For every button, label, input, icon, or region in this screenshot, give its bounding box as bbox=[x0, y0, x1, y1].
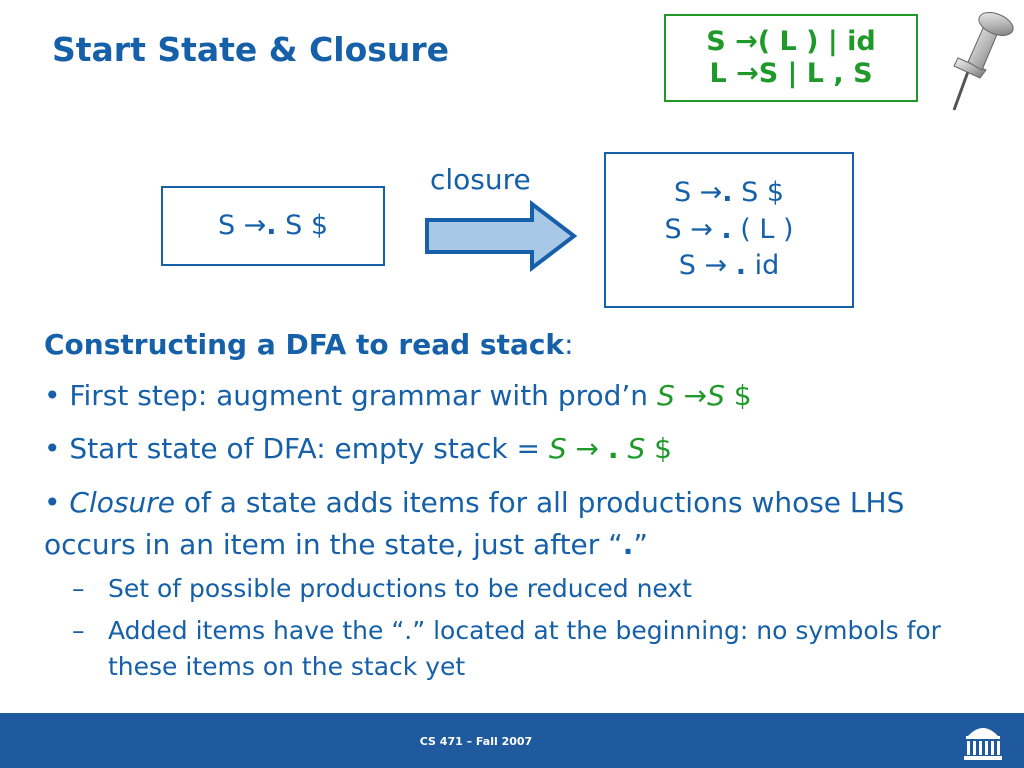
bullet-augment-grammar: • First step: augment grammar with prod’… bbox=[44, 379, 752, 412]
sub-bullet-productions: –Set of possible productions to be reduc… bbox=[72, 574, 692, 603]
grammar-line-1: S →( L ) | id bbox=[706, 25, 876, 57]
right-arrow-icon bbox=[425, 200, 578, 272]
pushpin-icon bbox=[952, 12, 1014, 111]
university-logo bbox=[964, 728, 1002, 760]
grammar-box: S →( L ) | id L →S | L , S bbox=[664, 14, 918, 102]
closure-item-1: S →. S $ bbox=[673, 177, 785, 209]
section-heading: Constructing a DFA to read stack: bbox=[44, 328, 574, 361]
footer-text: CS 471 – Fall 2007 bbox=[419, 735, 533, 748]
closure-label: closure bbox=[430, 163, 531, 196]
slide-title: Start State & Closure bbox=[52, 30, 450, 69]
sub-bullet-added-items: –Added items have the “.” located at the… bbox=[72, 616, 941, 682]
closure-item-3: S → . id bbox=[678, 250, 780, 282]
start-state-box: S →. S $ bbox=[161, 186, 385, 266]
grammar-line-2: L →S | L , S bbox=[709, 58, 873, 89]
bullet-closure: • Closure of a state adds items for all … bbox=[44, 486, 905, 561]
closure-item-2: S → . ( L ) bbox=[664, 213, 794, 245]
closure-state-box: S →. S $ S → . ( L ) S → . id bbox=[604, 152, 854, 308]
footer-bar: CS 471 – Fall 2007 bbox=[0, 713, 1024, 768]
bullet-start-state: • Start state of DFA: empty stack = S → … bbox=[44, 432, 672, 465]
start-state-item: S →. S $ bbox=[217, 209, 329, 241]
